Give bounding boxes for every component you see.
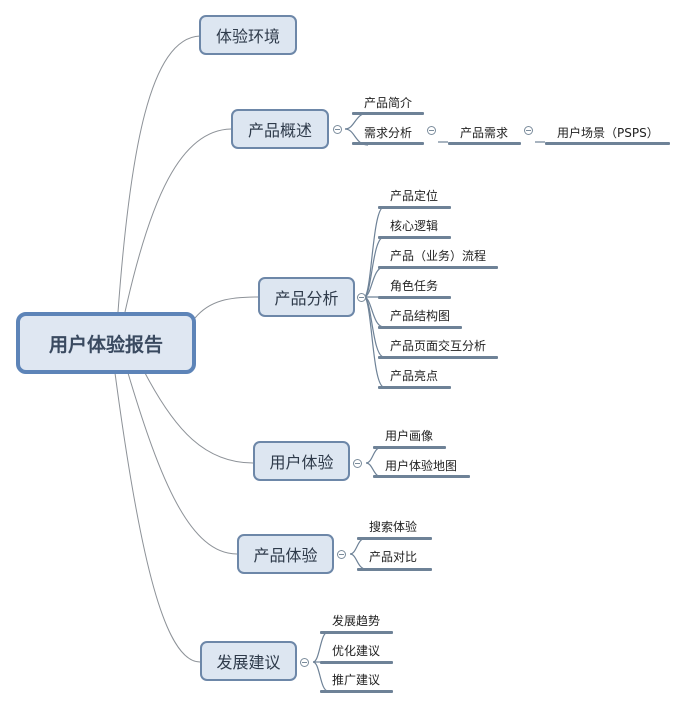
leaf-underline	[320, 690, 393, 693]
leaf-node[interactable]: 用户场景（PSPS）	[557, 126, 659, 140]
link-root-ux	[144, 372, 254, 464]
link-root-env	[117, 35, 201, 313]
branch-label: 发展建议	[216, 653, 281, 672]
branch-node-ux[interactable]: 用户体验	[253, 441, 350, 481]
collapse-icon[interactable]	[333, 125, 342, 134]
branch-label: 产品分析	[274, 289, 339, 308]
link-root-overview	[124, 128, 232, 313]
collapse-icon[interactable]	[300, 658, 309, 667]
leaf-node[interactable]: 需求分析	[364, 126, 413, 140]
leaf-node[interactable]: 用户画像	[385, 429, 434, 443]
link-analysis-7	[363, 296, 385, 388]
leaf-underline	[448, 142, 521, 145]
root-node[interactable]: 用户体验报告	[16, 312, 196, 374]
branch-node-suggest[interactable]: 发展建议	[200, 641, 297, 681]
leaf-underline	[378, 206, 451, 209]
leaf-node[interactable]: 用户体验地图	[385, 459, 458, 473]
collapse-icon[interactable]	[427, 126, 436, 135]
leaf-node[interactable]: 产品需求	[460, 126, 509, 140]
leaf-underline	[373, 446, 446, 449]
branch-label: 体验环境	[215, 27, 280, 46]
leaf-underline	[357, 537, 432, 540]
leaf-node[interactable]: 产品定位	[390, 189, 439, 203]
branch-node-analysis[interactable]: 产品分析	[258, 277, 355, 317]
branch-node-env[interactable]: 体验环境	[199, 15, 297, 55]
link-root-suggest	[114, 372, 201, 663]
branch-node-overview[interactable]: 产品概述	[231, 109, 329, 149]
leaf-underline	[373, 475, 470, 478]
leaf-underline	[378, 296, 451, 299]
branch-label: 用户体验	[269, 453, 334, 472]
link-root-px	[127, 372, 238, 555]
leaf-underline	[352, 142, 424, 145]
link-px-1	[349, 537, 367, 555]
root-label: 用户体验报告	[48, 333, 163, 356]
collapse-icon[interactable]	[524, 126, 533, 135]
collapse-icon[interactable]	[357, 293, 366, 302]
leaf-underline	[320, 661, 393, 664]
leaf-underline	[378, 386, 451, 389]
leaf-node[interactable]: 产品亮点	[390, 369, 439, 383]
leaf-underline	[378, 326, 462, 329]
leaf-underline	[378, 266, 498, 269]
branch-node-px[interactable]: 产品体验	[237, 534, 334, 574]
leaf-node[interactable]: 核心逻辑	[390, 219, 439, 233]
leaf-underline	[378, 356, 498, 359]
leaf-node[interactable]: 产品结构图	[390, 309, 451, 323]
leaf-node[interactable]: 搜索体验	[369, 520, 418, 534]
leaf-underline	[320, 631, 393, 634]
leaf-node[interactable]: 优化建议	[332, 644, 381, 658]
leaf-node[interactable]: 产品页面交互分析	[390, 339, 487, 353]
link-analysis-1	[363, 206, 385, 298]
link-suggest-3	[312, 661, 329, 692]
leaf-node[interactable]: 发展趋势	[332, 614, 381, 628]
collapse-icon[interactable]	[353, 459, 362, 468]
link-root-analysis	[194, 296, 259, 319]
leaf-node[interactable]: 产品简介	[364, 96, 413, 110]
leaf-underline	[545, 142, 670, 145]
leaf-underline	[378, 236, 451, 239]
leaf-node[interactable]: 角色任务	[390, 279, 439, 293]
link-suggest-1	[312, 631, 329, 663]
leaf-underline	[352, 112, 424, 115]
branch-label: 产品概述	[247, 121, 312, 140]
leaf-node[interactable]: 产品（业务）流程	[390, 249, 487, 263]
collapse-icon[interactable]	[337, 550, 346, 559]
leaf-node[interactable]: 推广建议	[332, 673, 381, 687]
link-ux-1	[365, 446, 383, 464]
link-px-2	[349, 553, 367, 570]
leaf-underline	[357, 568, 432, 571]
leaf-node[interactable]: 产品对比	[369, 550, 418, 564]
branch-label: 产品体验	[253, 546, 318, 565]
